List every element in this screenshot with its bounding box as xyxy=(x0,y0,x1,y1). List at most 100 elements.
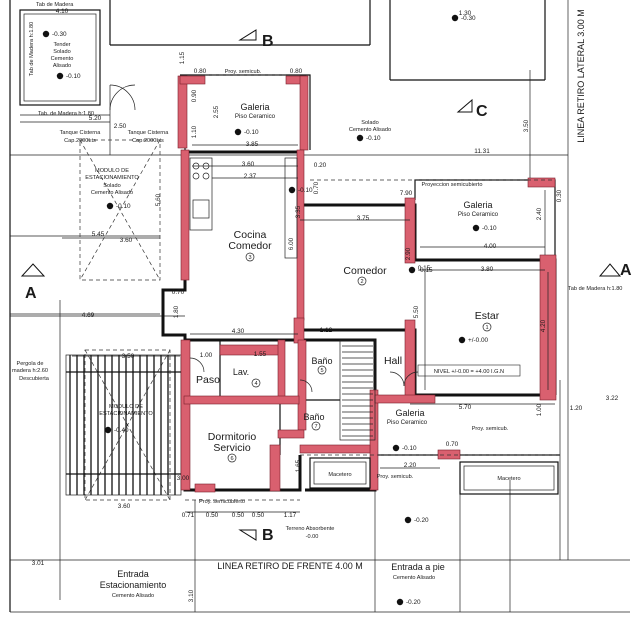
room-cocina-comedor: Comedor xyxy=(228,240,272,252)
dim-1-15: 1.15 xyxy=(179,51,186,64)
room-number-1: 1 xyxy=(485,325,488,331)
dim-3-01: 3.01 xyxy=(32,560,45,567)
dim-0-80-b: 0.80 xyxy=(290,68,303,75)
dim-2-55: 2.55 xyxy=(213,105,220,118)
projections xyxy=(185,74,560,501)
label-tanque-2: Tanque Cisterna xyxy=(128,130,170,136)
level-marker-icon xyxy=(451,14,459,22)
label-pergola: Pergola de xyxy=(16,361,43,367)
label-macetero-1: Macetero xyxy=(328,472,351,478)
dimension-labels: 4.10 5.20 2.50 5.45 3.60 5.60 4.69 1.15 … xyxy=(32,8,619,602)
dim-3-50: 3.50 xyxy=(523,119,530,132)
dim-3-10: 3.10 xyxy=(188,589,195,602)
room-comedor: Comedor xyxy=(343,265,387,277)
dim-0-20: 0.20 xyxy=(314,162,327,169)
dim-1-00-b: 1.00 xyxy=(536,403,543,416)
dim-3-00: 3.00 xyxy=(177,475,190,482)
section-c: C xyxy=(476,103,488,120)
level-value: -0.10 xyxy=(298,187,313,194)
dimension-lines xyxy=(10,70,555,513)
label-tab-madera-mid: Tab. de Madera h:1.80 xyxy=(38,111,94,117)
dim-0-71: 0.71 xyxy=(182,512,195,519)
room-dormitorio: Dormitorio xyxy=(208,431,257,443)
dim-1-17: 1.17 xyxy=(284,512,297,519)
label-proy-semicub-maceta: Proy. semicub. xyxy=(377,474,414,480)
room-labels: Galeria Piso Ceramico Cocina Comedor Com… xyxy=(196,102,500,454)
parking-modules xyxy=(79,139,171,501)
section-a-right: A xyxy=(620,262,632,279)
level-value: -0.10 xyxy=(244,129,259,136)
level-marker-icon xyxy=(396,598,404,606)
section-b-bottom: B xyxy=(262,527,274,544)
dim-4-00: 4.00 xyxy=(484,243,497,250)
label-tab-madera-top: Tab de Madera xyxy=(36,2,74,8)
dim-3-85: 3.85 xyxy=(246,141,259,148)
level-value: -0.15 xyxy=(418,267,433,274)
section-a-left: A xyxy=(25,285,37,302)
label-proyeccion-semicubierto: Proyeccion semicubierto xyxy=(422,182,483,188)
dim-4-20: 4.20 xyxy=(540,319,547,332)
dim-7-90: 7.90 xyxy=(400,190,413,197)
room-number-7: 7 xyxy=(314,424,317,430)
dim-3-60-left: 3.60 xyxy=(120,237,133,244)
dim-1-00-a: 1.00 xyxy=(200,352,213,359)
label-entrada-cemento: Cemento Alisado xyxy=(112,593,154,599)
dim-3-80: 3.80 xyxy=(481,266,494,273)
level-marker-icon xyxy=(404,516,412,524)
label-retiro-frente: LINEA RETIRO DE FRENTE 4.00 M xyxy=(217,561,363,571)
level-value: +/-0.00 xyxy=(468,337,489,344)
label-entrada-pie: Entrada a pie xyxy=(391,562,445,572)
level-value: -0.20 xyxy=(406,599,421,606)
level-value: -0.10 xyxy=(402,445,417,452)
dim-2-40: 2.40 xyxy=(536,207,543,220)
level-value: -0.40 xyxy=(114,427,129,434)
level-marker-icon xyxy=(106,202,114,210)
room-paso: Paso xyxy=(196,374,220,386)
label-entrada: Entrada xyxy=(117,569,149,579)
label-tender-alisado: Alisado xyxy=(53,63,71,69)
dim-1-65: 1.65 xyxy=(295,459,302,472)
label-solado-cemento: Cemento Alisado xyxy=(349,127,391,133)
dim-2-37: 2.37 xyxy=(244,173,257,180)
dim-0-15: 0.15 xyxy=(418,265,431,272)
dim-1-55: 1.55 xyxy=(254,351,267,358)
dim-2-20: 2.20 xyxy=(404,462,417,469)
room-number-3: 3 xyxy=(248,255,251,261)
dim-0-70-a: 0.70 xyxy=(313,181,320,194)
stairs xyxy=(339,339,376,441)
label-tab-madera-left: Tab de Madera h:1.80 xyxy=(29,22,35,76)
label-modulo-1-solado: Solado xyxy=(103,183,120,189)
level-markers: -0.30-0.10-0.10-0.10-0.10+/-0.00-0.10-0.… xyxy=(42,14,497,606)
label-macetero-2: Macetero xyxy=(497,476,520,482)
level-value: -0.30 xyxy=(52,31,67,38)
level-marker-icon xyxy=(42,30,50,38)
annotations: Tab de Madera Tab de Madera h:1.80 Tab. … xyxy=(12,2,622,599)
room-galeria-bottom: Galeria xyxy=(395,408,424,418)
label-retiro-lateral: LINEA RETIRO LATERAL 3.00 M xyxy=(576,9,586,143)
dim-0-50-b: 0.50 xyxy=(232,512,245,519)
level-value: -0.20 xyxy=(414,517,429,524)
label-tanque-1: Tanque Cisterna xyxy=(60,130,102,136)
label-tender-cemento: Cemento xyxy=(51,56,74,62)
dim-5-45: 5.45 xyxy=(92,231,105,238)
dim-3-60-bottom: 3.60 xyxy=(118,503,131,510)
floor-galeria-bottom: Piso Ceramico xyxy=(387,419,428,426)
dim-1-80: 1.80 xyxy=(173,305,180,318)
room-hall: Hall xyxy=(384,355,402,367)
dim-4-69: 4.69 xyxy=(82,312,95,319)
dim-0-90: 0.90 xyxy=(191,89,198,102)
room-galeria-right: Galeria xyxy=(463,200,492,210)
dim-3-22: 3.22 xyxy=(606,395,619,402)
level-marker-icon xyxy=(288,186,296,194)
dim-3-50-pergola: 3.50 xyxy=(122,353,135,360)
level-value: -0.30 xyxy=(461,15,476,22)
room-estar: Estar xyxy=(475,310,500,322)
dim-5-60: 5.60 xyxy=(155,193,162,206)
room-cocina: Cocina xyxy=(234,229,267,241)
label-entrada-pie-cemento: Cemento Alisado xyxy=(393,575,435,581)
label-modulo-1: MODULO DE xyxy=(95,168,129,174)
level-marker-icon xyxy=(356,134,364,142)
floor-galeria-top: Piso Ceramico xyxy=(235,113,276,120)
dim-5-50: 5.50 xyxy=(413,305,420,318)
